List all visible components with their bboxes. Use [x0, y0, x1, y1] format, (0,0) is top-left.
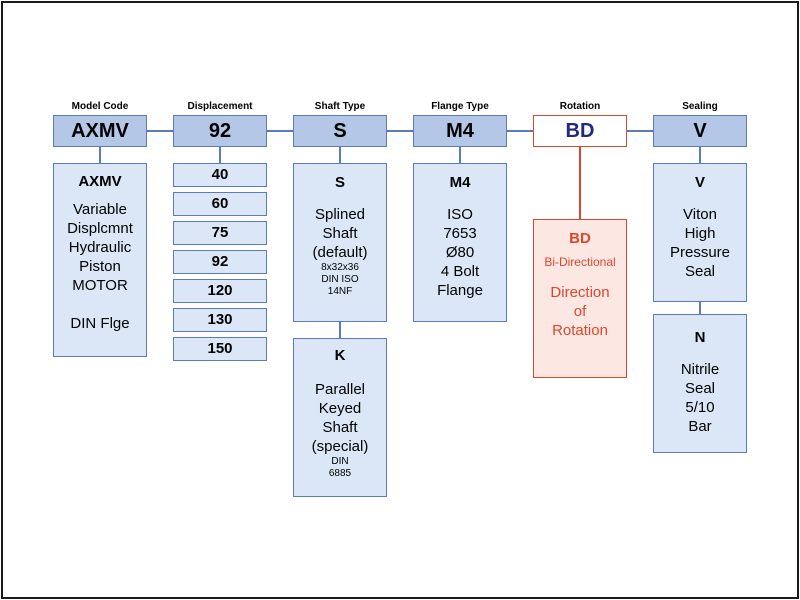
rotation-title: BD	[569, 230, 591, 247]
displacement-option: 150	[173, 337, 267, 361]
sealing-v-box: V Viton High Pressure Seal	[653, 163, 747, 302]
flange-title: M4	[449, 174, 471, 191]
shaft-s-description: Splined Shaft (default)	[312, 206, 368, 261]
displacement-option: 130	[173, 308, 267, 332]
header-flange-type: Flange Type	[431, 101, 489, 112]
rotation-description: Direction of Rotation	[550, 284, 610, 339]
model-description: Variable Displcmnt Hydraulic Piston MOTO…	[67, 201, 133, 332]
shaft-s-title: S	[334, 174, 345, 191]
connector-line	[339, 322, 341, 338]
rotation-box: BD Bi-Directional Direction of Rotation	[533, 219, 627, 378]
displacement-option: 60	[173, 192, 267, 216]
connector-line	[459, 147, 461, 163]
displacement-option: 92	[173, 250, 267, 274]
code-shaft: S	[293, 115, 387, 147]
connector-line	[699, 302, 701, 314]
displacement-option: 75	[173, 221, 267, 245]
header-rotation: Rotation	[559, 101, 601, 112]
header-displacement: Displacement	[187, 101, 253, 112]
connector-line	[99, 147, 101, 163]
connector-line	[219, 147, 221, 163]
rotation-subtitle: Bi-Directional	[544, 255, 616, 269]
sealing-v-description: Viton High Pressure Seal	[669, 206, 731, 280]
code-rotation: BD	[533, 115, 627, 147]
code-displacement: 92	[173, 115, 267, 147]
connector-line	[699, 147, 701, 163]
connector-line	[579, 147, 581, 219]
displacement-option: 40	[173, 163, 267, 187]
displacement-option: 120	[173, 279, 267, 303]
sealing-n-title: N	[694, 329, 706, 346]
model-description-box: AXMV Variable Displcmnt Hydraulic Piston…	[53, 163, 147, 357]
sealing-v-title: V	[694, 174, 705, 191]
connector-line	[267, 130, 293, 132]
sealing-n-description: Nitrile Seal 5/10 Bar	[680, 361, 720, 435]
model-title: AXMV	[78, 173, 122, 190]
flange-description: ISO 7653 Ø80 4 Bolt Flange	[437, 206, 483, 299]
shaft-s-spec: 8x32x36 DIN ISO 14NF	[321, 262, 359, 297]
shaft-k-box: K Parallel Keyed Shaft (special) DIN 688…	[293, 338, 387, 497]
header-model-code: Model Code	[71, 101, 129, 112]
connector-line	[387, 130, 413, 132]
code-flange: M4	[413, 115, 507, 147]
connector-line	[627, 130, 653, 132]
connector-line	[147, 130, 173, 132]
sealing-n-box: N Nitrile Seal 5/10 Bar	[653, 314, 747, 453]
shaft-k-spec: DIN 6885	[328, 456, 352, 479]
header-sealing: Sealing	[682, 101, 718, 112]
header-shaft-type: Shaft Type	[314, 101, 366, 112]
connector-line	[339, 147, 341, 163]
shaft-k-description: Parallel Keyed Shaft (special)	[311, 381, 369, 455]
shaft-s-box: S Splined Shaft (default) 8x32x36 DIN IS…	[293, 163, 387, 322]
code-sealing: V	[653, 115, 747, 147]
shaft-k-title: K	[334, 347, 346, 364]
code-model: AXMV	[53, 115, 147, 147]
connector-line	[507, 130, 533, 132]
flange-box: M4 ISO 7653 Ø80 4 Bolt Flange	[413, 163, 507, 322]
